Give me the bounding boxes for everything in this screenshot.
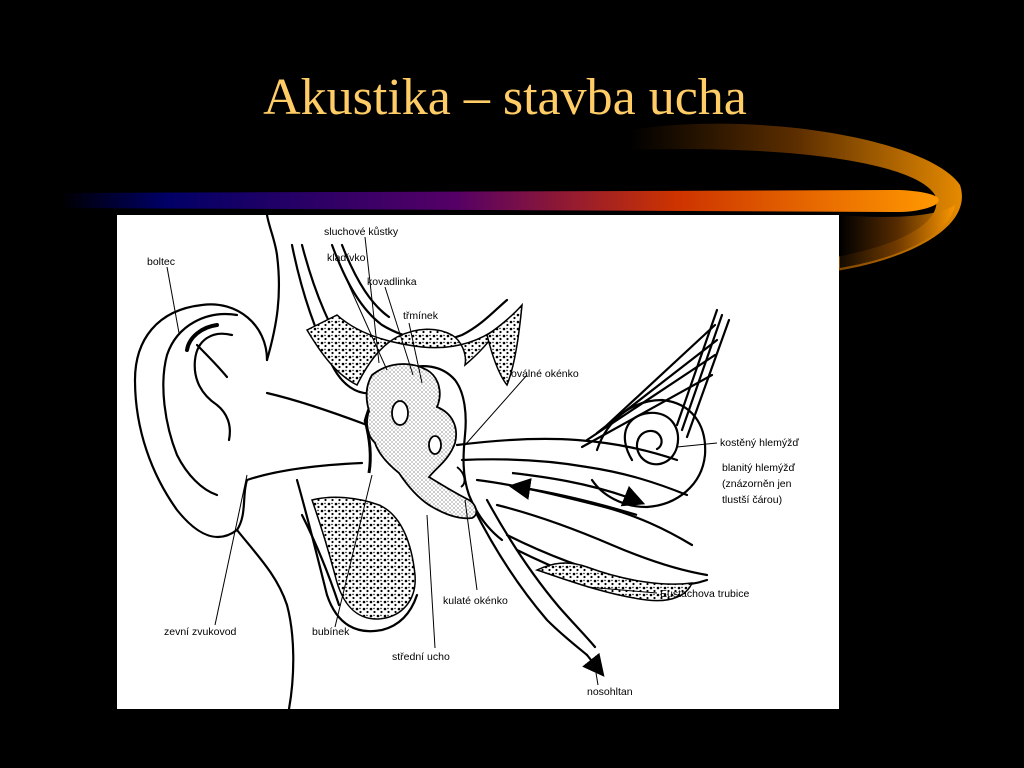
ear-canal-lower [245,461,364,482]
label-stredni-ucho: střední ucho [392,651,450,663]
label-blanity-hlemyzd-3: tlustší čárou) [722,494,782,506]
label-eustachova-trubice: Eustachova trubice [660,588,749,600]
label-kladivko: kladívko [327,252,366,264]
label-kovadlinka: kovadlinka [367,276,417,288]
ear-diagram-panel: boltec sluchové kůstky kladívko kovadlin… [117,215,839,709]
label-ovalne-okenko: oválné okénko [511,368,579,380]
temporal-bone-upper [305,314,500,387]
ear-canal-upper [265,391,369,431]
cochlea-spiral [623,411,680,466]
label-blanity-hlemyzd-2: (znázorněn jen [722,478,792,490]
label-boltec: boltec [147,256,175,268]
temporal-bone-lower [311,496,416,620]
ear-anatomy-diagram: boltec sluchové kůstky kladívko kovadlin… [133,215,799,709]
label-kosteny-hlemyzd: kostěný hlemýžď [720,437,799,449]
ossicles [365,363,478,520]
eustachian-tube-outline-1 [470,503,589,657]
head-contour [265,215,281,362]
antihelix [193,332,234,442]
petrous-bone-right [534,562,694,602]
label-blanity-hlemyzd: blanitý hlemýžď [722,462,796,474]
label-kulate-okenko: kulaté okénko [443,595,508,607]
label-bubinek: bubínek [312,626,350,638]
pinna-inner-fold [162,312,239,497]
pinna-outline [133,303,269,539]
eustachian-tube-outline-2 [485,498,597,649]
label-nosohltan: nosohltan [587,686,633,698]
label-sluchove-kustky: sluchové kůstky [324,226,399,238]
label-trminek: třmínek [403,310,439,322]
swoosh-lower-arc [840,205,955,268]
label-zevni-zvukovod: zevní zvukovod [164,626,237,638]
swoosh-stripe [60,190,939,212]
slide-title: Akustika – stavba ucha [263,69,747,126]
swoosh-arc [630,123,962,272]
eardrum [363,419,372,474]
